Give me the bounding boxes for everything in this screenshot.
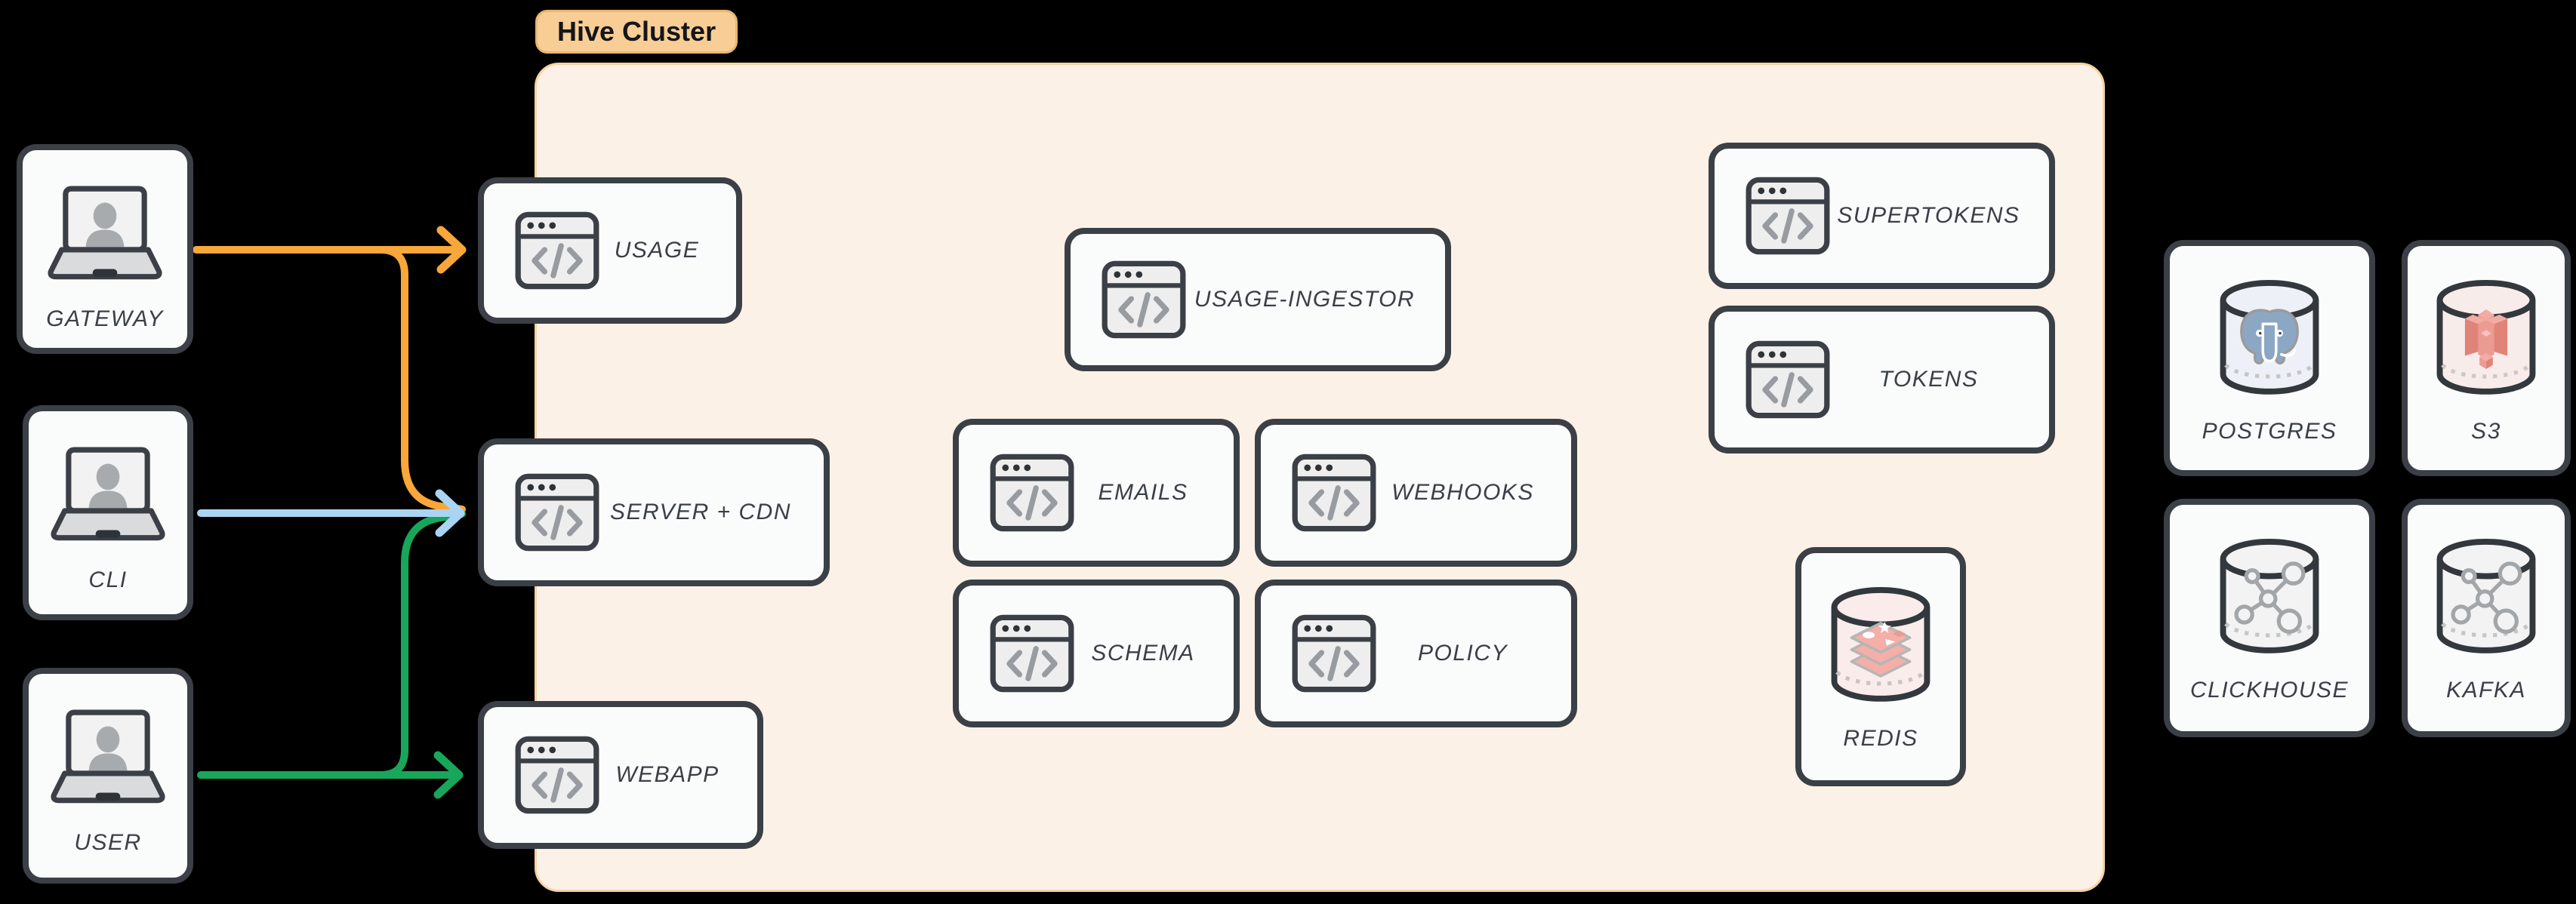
- node-usage-ingestor-label: USAGE-INGESTOR: [1194, 287, 1416, 312]
- postgres-db-icon: [2210, 276, 2329, 402]
- node-redis: REDIS: [1795, 547, 1966, 786]
- code-window-icon: [1745, 340, 1831, 420]
- node-clickhouse-label: CLICKHOUSE: [2189, 678, 2350, 703]
- node-webhooks-label: WEBHOOKS: [1391, 480, 1534, 505]
- node-redis-label: REDIS: [1843, 726, 1918, 751]
- code-window-icon: [1745, 176, 1831, 256]
- node-webapp: WEBAPP: [478, 701, 763, 849]
- node-policy-label: POLICY: [1417, 641, 1508, 666]
- node-gateway: GATEWAY: [17, 144, 193, 354]
- arrow-user-to-server-cdn: [378, 510, 466, 779]
- node-emails-label: EMAILS: [1098, 480, 1188, 505]
- node-s3: S3: [2402, 240, 2571, 476]
- arrowhead-usage: [436, 226, 467, 274]
- node-cli-label: CLI: [88, 567, 128, 592]
- arrowhead-webapp: [433, 751, 464, 799]
- node-kafka: KAFKA: [2402, 499, 2571, 737]
- code-window-icon: [514, 472, 600, 552]
- node-webhooks: WEBHOOKS: [1255, 419, 1577, 567]
- code-window-icon: [1291, 453, 1377, 533]
- hive-cluster-label: Hive Cluster: [535, 10, 738, 54]
- node-webapp-label: WEBAPP: [615, 762, 719, 787]
- kafka-db-icon: [2427, 535, 2546, 661]
- node-user: USER: [23, 668, 193, 884]
- code-window-icon: [514, 211, 600, 291]
- node-clickhouse: CLICKHOUSE: [2164, 499, 2375, 737]
- node-usage-label: USAGE: [614, 238, 700, 263]
- node-user-label: USER: [74, 830, 142, 855]
- s3-db-icon: [2427, 276, 2546, 402]
- code-window-icon: [989, 613, 1075, 693]
- laptop-user-icon: [46, 709, 170, 810]
- node-postgres: POSTGRES: [2164, 240, 2375, 476]
- node-server-cdn: SERVER + CDN: [478, 438, 830, 586]
- laptop-user-icon: [43, 185, 167, 287]
- node-supertokens-label: SUPERTOKENS: [1837, 203, 2020, 228]
- arrowhead-server-cdn: [435, 489, 465, 537]
- node-tokens-label: TOKENS: [1878, 367, 1979, 392]
- node-postgres-label: POSTGRES: [2202, 419, 2337, 444]
- code-window-icon: [514, 735, 600, 815]
- node-supertokens: SUPERTOKENS: [1709, 143, 2055, 289]
- node-emails: EMAILS: [953, 419, 1240, 567]
- node-schema-label: SCHEMA: [1091, 641, 1195, 666]
- clickhouse-db-icon: [2210, 535, 2329, 661]
- laptop-user-icon: [46, 446, 170, 548]
- node-s3-label: S3: [2471, 419, 2501, 444]
- code-window-icon: [989, 453, 1075, 533]
- node-cli: CLI: [23, 405, 193, 620]
- arrow-gateway-to-server-cdn: [378, 246, 466, 513]
- redis-db-icon: [1821, 583, 1940, 709]
- code-window-icon: [1101, 260, 1187, 340]
- node-usage-ingestor: USAGE-INGESTOR: [1065, 228, 1451, 371]
- node-usage: USAGE: [478, 177, 742, 324]
- node-schema: SCHEMA: [953, 580, 1240, 727]
- node-tokens: TOKENS: [1709, 306, 2055, 454]
- node-policy: POLICY: [1255, 580, 1577, 727]
- node-server-cdn-label: SERVER + CDN: [609, 500, 791, 524]
- node-gateway-label: GATEWAY: [46, 306, 164, 331]
- code-window-icon: [1291, 613, 1377, 693]
- node-kafka-label: KAFKA: [2446, 678, 2526, 703]
